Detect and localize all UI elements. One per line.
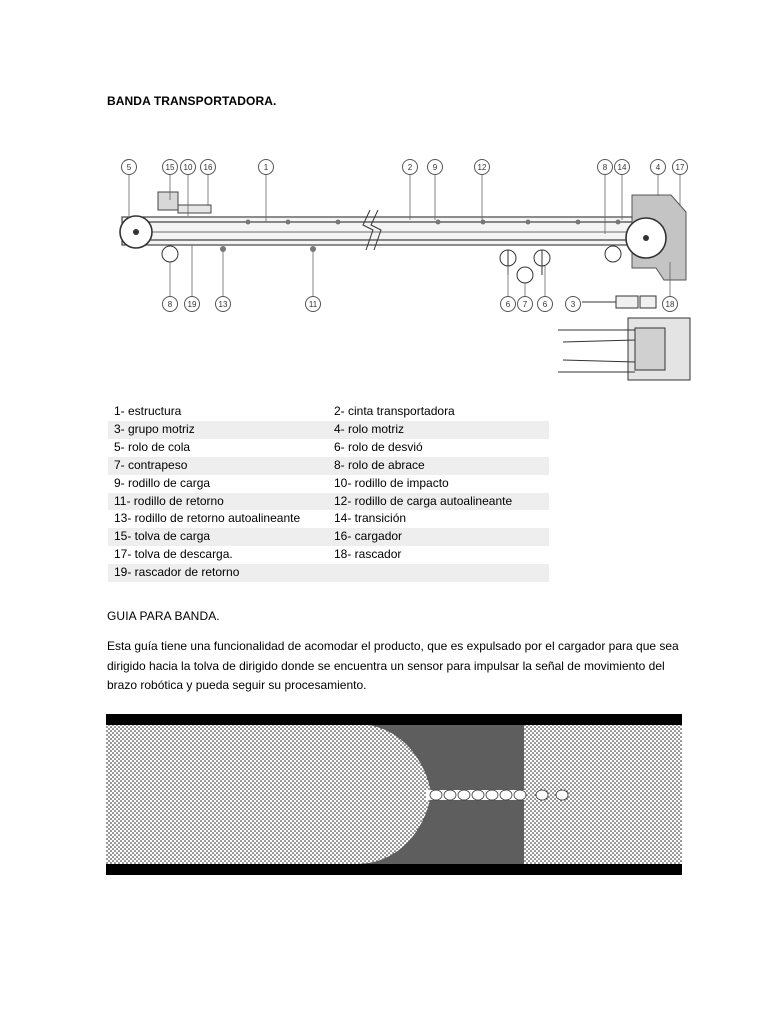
legend-row: 13- rodillo de retorno autoalineante 14- … <box>108 510 549 528</box>
callout: 9 <box>427 159 443 175</box>
callout: 15 <box>162 159 178 175</box>
section-title: GUIA PARA BANDA. <box>107 609 220 623</box>
svg-text:18: 18 <box>666 300 675 309</box>
callout: 13 <box>215 296 231 312</box>
legend-cell: 1- estructura <box>114 404 182 418</box>
conveyor-structure <box>121 216 645 246</box>
callout: 1 <box>258 159 274 175</box>
legend-cell: 11- rodillo de retorno <box>108 492 328 511</box>
product-items <box>429 789 569 801</box>
conveyor-belt-diagram: 5 15 10 16 1 2 9 12 8 14 4 17 8 19 13 11… <box>119 159 691 381</box>
legend-cell: 17- tolva de descarga. <box>114 547 233 562</box>
return-idler <box>220 246 226 252</box>
legend-cell: 18- rascador <box>334 547 402 562</box>
svg-text:13: 13 <box>219 300 228 309</box>
loader <box>177 204 212 214</box>
legend-cell: 13- rodillo de retorno autoalineante <box>114 511 301 526</box>
counterweight <box>516 266 534 284</box>
belt-surface <box>106 724 682 864</box>
callout: 3 <box>565 296 581 312</box>
drive-group-plan <box>558 295 691 381</box>
legend-cell: 12- rodillo de carga autoalineante <box>328 492 549 511</box>
svg-text:10: 10 <box>184 163 193 172</box>
description-paragraph: Esta guía tiene una funcionalidad de aco… <box>107 639 679 692</box>
legend-cell: 8- rolo de abrace <box>328 456 549 475</box>
legend-cell: 7- contrapeso <box>108 456 328 475</box>
svg-text:2: 2 <box>408 163 413 172</box>
legend-row: 17- tolva de descarga. 18- rascador <box>108 546 549 564</box>
loading-hopper <box>157 191 179 211</box>
page-title: BANDA TRANSPORTADORA. <box>107 94 277 108</box>
svg-text:19: 19 <box>188 300 197 309</box>
legend-cell: 2- cinta transportadora <box>334 404 455 418</box>
legend-cell: 14- transición <box>334 511 407 526</box>
callout: 7 <box>517 296 533 312</box>
svg-text:16: 16 <box>204 163 213 172</box>
legend-cell: 5- rolo de cola <box>114 439 191 454</box>
callout: 11 <box>305 296 321 312</box>
svg-text:14: 14 <box>618 163 627 172</box>
legend-cell: 10- rodillo de impacto <box>334 475 449 490</box>
svg-text:3: 3 <box>571 300 576 309</box>
callout: 12 <box>474 159 490 175</box>
svg-text:11: 11 <box>309 300 318 309</box>
top-rail <box>106 714 682 725</box>
legend-cell <box>328 564 549 583</box>
callout: 2 <box>402 159 418 175</box>
carry-idlers <box>245 219 621 225</box>
callout: 5 <box>121 159 137 175</box>
callout: 18 <box>662 296 678 312</box>
parts-legend-table: 1- estructura 2- cinta transportadora 3- g… <box>108 403 549 583</box>
svg-text:6: 6 <box>543 300 548 309</box>
legend-cell: 19- rascador de retorno <box>108 564 328 583</box>
svg-text:8: 8 <box>603 163 608 172</box>
svg-text:6: 6 <box>506 300 511 309</box>
legend-cell: 3- grupo motriz <box>108 420 328 439</box>
callout: 10 <box>180 159 196 175</box>
legend-cell: 4- rolo motriz <box>328 420 549 439</box>
legend-row: 19- rascador de retorno <box>108 564 549 583</box>
callout: 14 <box>614 159 630 175</box>
legend-cell: 16- cargador <box>328 528 549 547</box>
callout: 6 <box>537 296 553 312</box>
legend-cell: 15- tolva de carga <box>108 528 328 547</box>
legend-row: 9- rodillo de carga 10- rodillo de impact… <box>108 475 549 493</box>
legend-cell: 9- rodillo de carga <box>114 475 211 490</box>
svg-text:5: 5 <box>127 163 132 172</box>
svg-text:12: 12 <box>478 163 487 172</box>
svg-text:1: 1 <box>264 163 269 172</box>
snub-pulley <box>161 245 179 263</box>
svg-text:15: 15 <box>166 163 175 172</box>
belt-guide-diagram <box>106 714 682 875</box>
callout: 8 <box>597 159 613 175</box>
svg-text:7: 7 <box>523 300 528 309</box>
svg-text:4: 4 <box>656 163 661 172</box>
callout: 19 <box>184 296 200 312</box>
legend-row: 1- estructura 2- cinta transportadora <box>108 403 549 421</box>
callout: 17 <box>672 159 688 175</box>
callout: 6 <box>500 296 516 312</box>
callout: 4 <box>650 159 666 175</box>
legend-row: 5- rolo de cola 6- rolo de desvió <box>108 439 549 457</box>
callout: 16 <box>200 159 216 175</box>
svg-text:8: 8 <box>168 300 173 309</box>
svg-text:9: 9 <box>433 163 438 172</box>
legend-cell: 6- rolo de desvió <box>334 439 423 454</box>
bottom-rail <box>106 864 682 875</box>
callout: 8 <box>162 296 178 312</box>
svg-text:17: 17 <box>676 163 685 172</box>
